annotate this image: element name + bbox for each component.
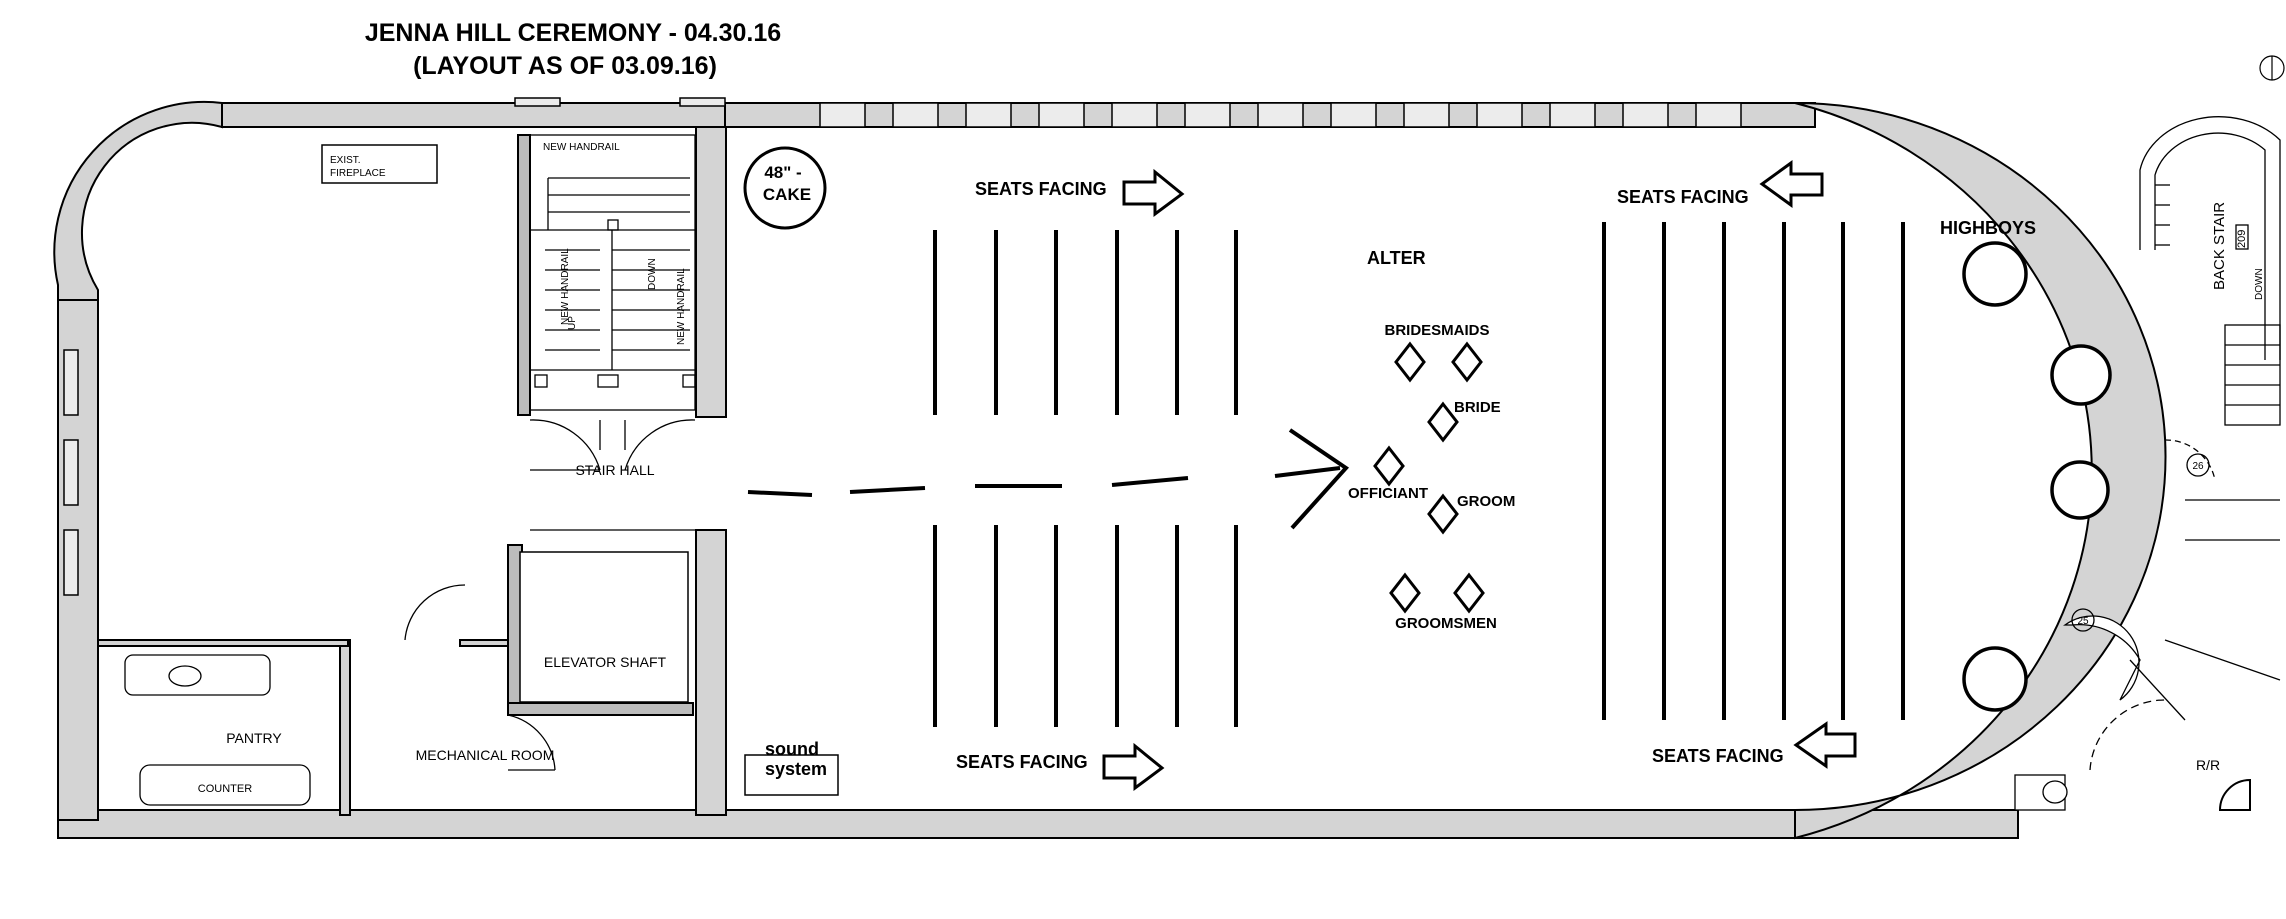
svg-text:SEATS FACING: SEATS FACING <box>1617 187 1749 207</box>
pantry: PANTRY COUNTER <box>124 584 466 806</box>
aisle-path <box>747 428 1350 530</box>
svg-text:25: 25 <box>2077 616 2089 627</box>
elevator-shaft: ELEVATOR SHAFT <box>519 551 689 703</box>
svg-text:PANTRY: PANTRY <box>226 730 282 746</box>
svg-text:ELEVATOR SHAFT: ELEVATOR SHAFT <box>544 654 667 670</box>
plan-subtitle: (LAYOUT AS OF 03.09.16) <box>413 52 717 80</box>
cake-table: 48" - CAKE <box>743 146 827 230</box>
groom-label: GROOM <box>1457 493 1515 510</box>
svg-text:48" -: 48" - <box>764 163 801 182</box>
svg-text:SEATS FACING: SEATS FACING <box>975 179 1107 199</box>
svg-text:NEW HANDRAIL: NEW HANDRAIL <box>543 142 620 153</box>
wedding-party <box>1373 341 1485 614</box>
seats-facing-top-right: SEATS FACING <box>1617 160 1824 208</box>
svg-text:R/R: R/R <box>2196 757 2220 773</box>
stair-hall-label: STAIR HALL <box>575 462 654 478</box>
mechanical-room: MECHANICAL ROOM <box>416 714 556 771</box>
groomsmen-label: GROOMSMEN <box>1395 615 1497 632</box>
svg-text:EXIST.: EXIST. <box>330 155 361 166</box>
svg-text:CAKE: CAKE <box>763 185 811 204</box>
seats-facing-bottom-left: SEATS FACING <box>956 742 1165 791</box>
fireplace: EXIST. FIREPLACE <box>321 144 438 184</box>
svg-text:MECHANICAL ROOM: MECHANICAL ROOM <box>416 747 555 763</box>
bridesmaids-label: BRIDESMAIDS <box>1384 322 1489 339</box>
alter-label: ALTER <box>1367 248 1426 268</box>
svg-text:UP: UP <box>567 316 578 330</box>
sound-system: sound system <box>744 739 839 796</box>
svg-text:system: system <box>765 759 827 779</box>
seat-rows-right <box>1602 222 1905 720</box>
svg-text:SEATS FACING: SEATS FACING <box>1652 746 1784 766</box>
exterior-walls <box>53 100 2167 840</box>
stair-hall: STAIR HALL <box>529 419 696 531</box>
plan-title: JENNA HILL CEREMONY - 04.30.16 <box>365 19 781 47</box>
door-26: 26 <box>2164 439 2280 541</box>
seat-rows-left <box>933 230 1238 727</box>
seats-facing-bottom-right: SEATS FACING <box>1652 721 1857 769</box>
svg-text:DOWN: DOWN <box>647 258 658 290</box>
highboy-tables <box>1962 241 2112 712</box>
svg-text:DOWN: DOWN <box>2254 268 2265 300</box>
svg-text:26: 26 <box>2192 461 2204 472</box>
svg-text:NEW HANDRAIL: NEW HANDRAIL <box>676 268 687 345</box>
bride-label: BRIDE <box>1454 399 1501 416</box>
svg-text:SEATS FACING: SEATS FACING <box>956 752 1088 772</box>
svg-text:209: 209 <box>2236 230 2248 248</box>
main-stair: NEW HANDRAIL NEW HANDRAIL NEW HANDRAIL U… <box>529 134 696 411</box>
back-stair: BACK STAIR 209 DOWN <box>2139 116 2281 426</box>
door-25: 25 <box>2063 608 2281 771</box>
restroom: R/R <box>2014 757 2251 811</box>
left-windows <box>63 349 79 596</box>
svg-text:BACK STAIR: BACK STAIR <box>2211 202 2228 290</box>
interior-walls <box>97 126 727 816</box>
svg-text:sound: sound <box>765 739 819 759</box>
officiant-label: OFFICIANT <box>1348 485 1428 502</box>
svg-text:NEW HANDRAIL: NEW HANDRAIL <box>560 248 571 325</box>
top-windows <box>514 97 1742 128</box>
highboys-label: HIGHBOYS <box>1940 218 2036 238</box>
seats-facing-top-left: SEATS FACING <box>975 168 1185 217</box>
svg-text:COUNTER: COUNTER <box>198 783 252 795</box>
svg-text:FIREPLACE: FIREPLACE <box>330 168 386 179</box>
north-arrow-icon <box>2259 55 2285 81</box>
